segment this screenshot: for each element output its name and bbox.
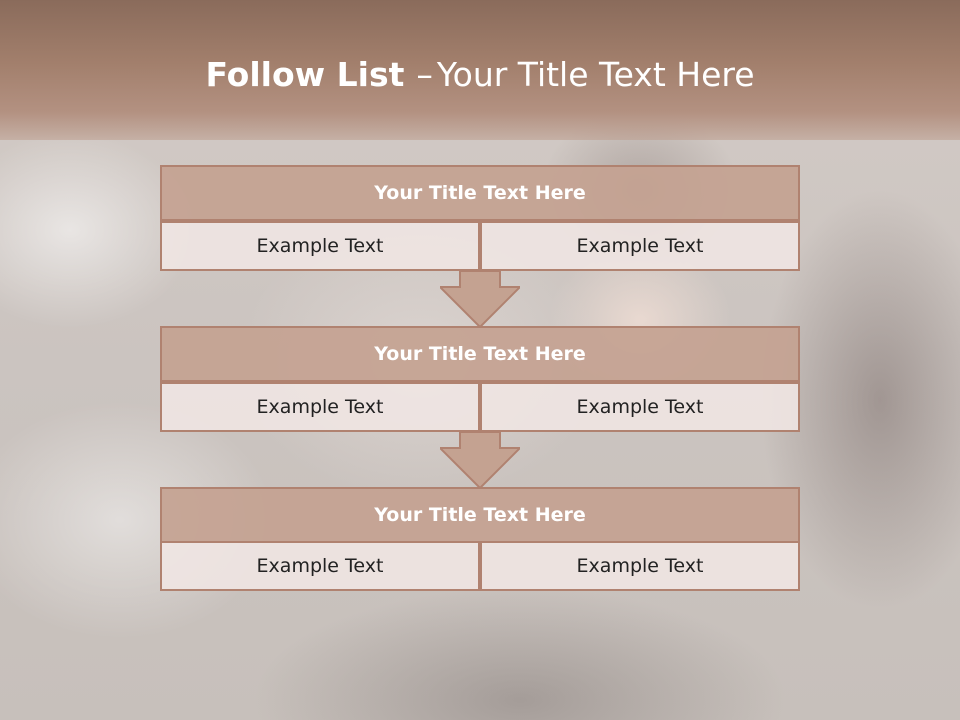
step-cell-right: Example Text: [480, 541, 800, 591]
slide-title: Follow List–Your Title Text Here: [0, 52, 960, 98]
step-block-1: Your Title Text Here Example Text Exampl…: [160, 165, 800, 271]
step-block-3: Your Title Text Here Example Text Exampl…: [160, 487, 800, 593]
down-arrow-icon: [440, 271, 520, 327]
down-arrow-icon: [440, 432, 520, 488]
step-block-2: Your Title Text Here Example Text Exampl…: [160, 326, 800, 432]
step-cell-left: Example Text: [160, 221, 480, 271]
title-band: [0, 0, 960, 140]
title-bold-part: Follow List: [205, 55, 405, 94]
step-cell-right: Example Text: [480, 382, 800, 432]
step-cell-right: Example Text: [480, 221, 800, 271]
step-cell-left: Example Text: [160, 382, 480, 432]
step-heading: Your Title Text Here: [160, 326, 800, 382]
step-cell-left: Example Text: [160, 541, 480, 591]
title-rest: Your Title Text Here: [436, 55, 755, 94]
title-separator: –: [416, 55, 433, 94]
step-heading: Your Title Text Here: [160, 165, 800, 221]
step-heading: Your Title Text Here: [160, 487, 800, 543]
